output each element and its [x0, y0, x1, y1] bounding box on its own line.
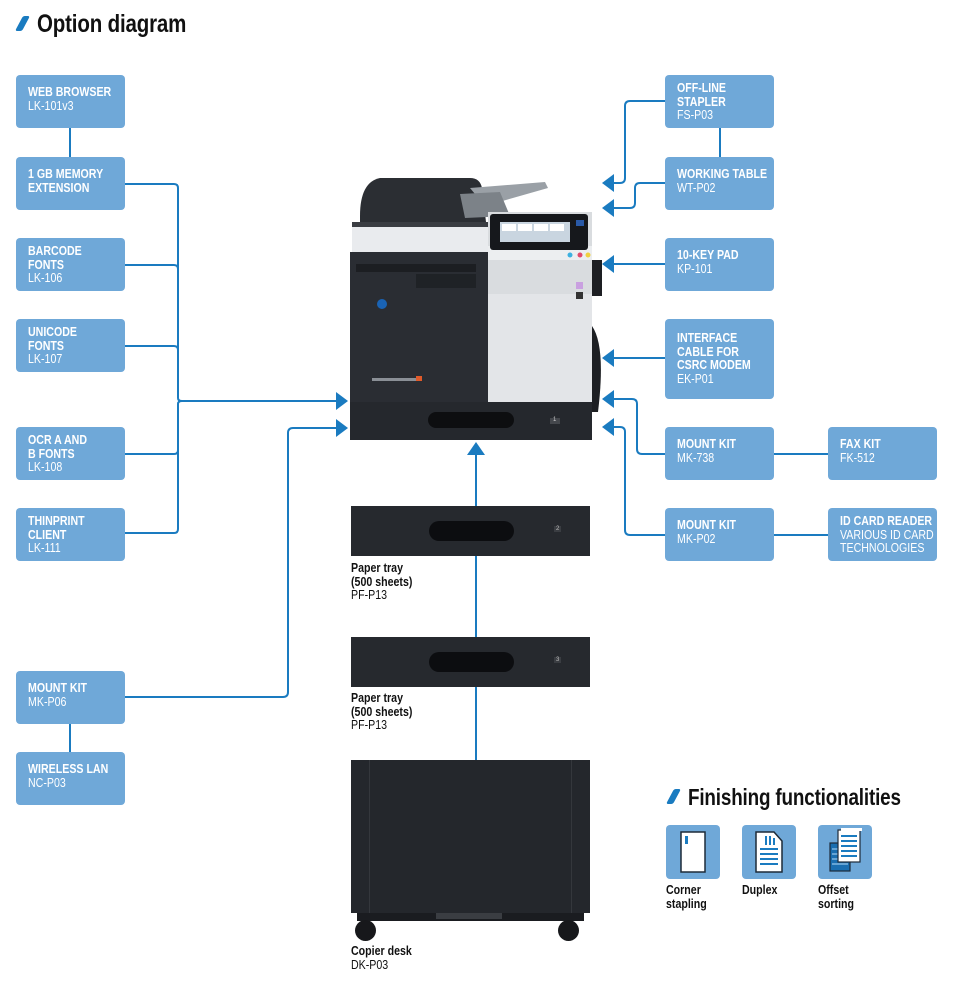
finishing-title: Finishing functionalities: [688, 784, 901, 810]
option-wireless-lan[interactable]: WIRELESS LAN NC-P03: [16, 752, 125, 805]
link-mountkit-738: [614, 398, 665, 455]
tray-number-3: 3: [554, 657, 562, 663]
arrow-left-icon: [602, 174, 614, 192]
option-interface-cable[interactable]: INTERFACE CABLE FOR CSRC MODEM EK-P01: [665, 319, 774, 399]
option-id-card-reader[interactable]: ID CARD READER VARIOUS ID CARD TECHNOLOG…: [828, 508, 937, 561]
paper-tray-pf-p13-2[interactable]: 3: [351, 637, 590, 687]
option-working-table[interactable]: WORKING TABLE WT-P02: [665, 157, 774, 210]
caster-wheel: [558, 920, 579, 941]
page-title: Option diagram: [37, 10, 187, 38]
duplex-icon: [742, 825, 796, 879]
link-mountkit-p02: [614, 426, 665, 536]
arrow-left-icon: [602, 349, 614, 367]
bracket-bottom: [125, 400, 183, 455]
option-thinprint-client[interactable]: THINPRINT CLIENT LK-111: [16, 508, 125, 561]
multifunction-printer-image[interactable]: 1: [350, 176, 602, 440]
label-duplex: Duplex: [742, 883, 778, 897]
link-offline-stapler: [614, 100, 665, 184]
arrow-left-icon: [602, 390, 614, 408]
label-corner-stapling: Corner stapling: [666, 883, 707, 911]
link-working-table: [614, 182, 665, 209]
paper-tray-pf-p13-1[interactable]: 2: [351, 506, 590, 556]
caster-wheel: [355, 920, 376, 941]
tray-number-2: 2: [554, 526, 562, 532]
option-mount-kit-mk-p06[interactable]: MOUNT KIT MK-P06: [16, 671, 125, 724]
arrow-left-icon: [602, 199, 614, 217]
copier-desk-dk-p03[interactable]: [351, 760, 590, 942]
option-unicode-fonts[interactable]: UNICODE FONTS LK-107: [16, 319, 125, 372]
tray-handle: [429, 652, 514, 672]
caption-paper-tray-2: Paper tray (500 sheets) PF-P13: [351, 691, 413, 732]
printer-drawing: [350, 178, 602, 440]
option-memory-extension[interactable]: 1 GB MEMORY EXTENSION: [16, 157, 125, 210]
arrow-right-icon: [336, 392, 348, 410]
option-mount-kit-mk-p02[interactable]: MOUNT KIT MK-P02: [665, 508, 774, 561]
arrow-left-icon: [602, 255, 614, 273]
offset-sorting-icon: [818, 825, 872, 879]
tray-handle: [429, 521, 514, 541]
tray-number-1: 1: [553, 417, 557, 423]
option-barcode-fonts[interactable]: BARCODE FONTS LK-106: [16, 238, 125, 291]
corner-stapling-icon: [666, 825, 720, 879]
option-offline-stapler[interactable]: OFF-LINE STAPLER FS-P03: [665, 75, 774, 128]
option-web-browser[interactable]: WEB BROWSER LK-101v3: [16, 75, 125, 128]
caption-copier-desk: Copier desk DK-P03: [351, 944, 412, 972]
link-mountkit-p06: [125, 427, 336, 698]
caption-paper-tray-1: Paper tray (500 sheets) PF-P13: [351, 561, 413, 602]
option-ocr-fonts[interactable]: OCR A AND B FONTS LK-108: [16, 427, 125, 480]
arrow-left-icon: [602, 418, 614, 436]
option-10-key-pad[interactable]: 10-KEY PAD KP-101: [665, 238, 774, 291]
arrow-up-icon: [467, 442, 485, 455]
option-fax-kit[interactable]: FAX KIT FK-512: [828, 427, 937, 480]
label-offset-sorting: Offset sorting: [818, 883, 855, 911]
option-mount-kit-mk-738[interactable]: MOUNT KIT MK-738: [665, 427, 774, 480]
bracket-top: [125, 183, 183, 402]
arrow-right-icon: [336, 419, 348, 437]
